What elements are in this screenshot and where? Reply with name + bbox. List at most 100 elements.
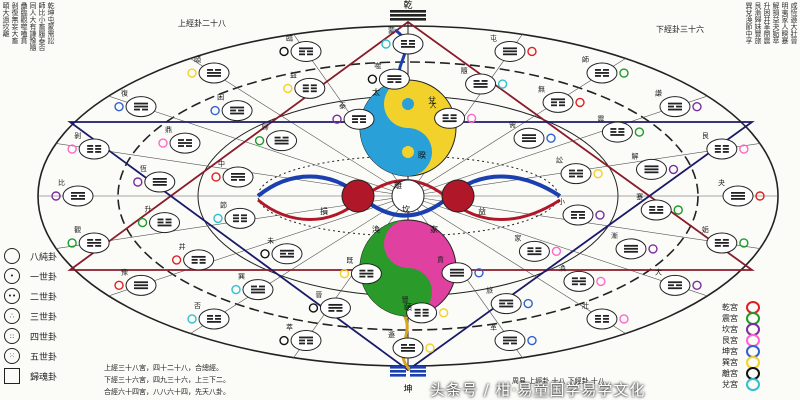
hexagram-line [569,176,575,178]
hexagram-line [142,109,148,111]
hexagram-line [644,171,658,173]
hexagram-name: 大 [655,267,662,276]
hexagram-line [676,106,682,108]
hexagram-line [230,113,244,115]
hexagram-line [715,239,721,241]
kun-line-2a [390,370,406,373]
palace-marker-icon [669,165,677,173]
palace-marker-icon [214,214,222,222]
hexagram-line [715,245,721,247]
hexagram-line [451,117,457,119]
bottom-notes: 上經三十八宮，四十二十八，合總經。 下經三十六宮，四九三十六，上三下二。 合經六… [104,362,230,398]
hexagram-line [676,284,682,286]
hexagram-line [450,269,464,271]
palace-marker-icon [594,170,602,178]
hexagram-line [251,289,265,291]
lower-canon-label: 下經卦三十六 [656,24,704,35]
hexagram-line [207,318,213,320]
palace-marker-icon [382,40,390,48]
hexagram-line [241,220,247,222]
hexagram-line [95,245,101,247]
palace-marker-icon [340,270,348,278]
hexagram-line [409,40,415,42]
legend-label: 三世卦 [30,310,57,323]
hexagram-line [186,139,192,141]
hexagram-line [624,248,638,250]
hexagram-line [450,272,464,274]
hexagram-node: 需 [509,121,555,148]
hexagram-node: 漸 [611,232,657,259]
note-line-1: 上經三十八宮，四十二十八，合總經。 [104,362,230,374]
world-hexagram-legend: 八純卦•一世卦••二世卦∴三世卦::四世卦⁙五世卦歸魂卦 [4,246,57,386]
hexagram-name: 困 [217,94,224,102]
hexagram-node-frame [63,186,93,206]
hexagram-line [241,214,247,216]
hexagram-line [299,47,313,49]
hexagram-line [450,275,464,277]
hexagram-line [311,84,317,86]
hexagram-line [731,195,745,197]
hexagram-line [723,151,729,153]
hexagram-line [595,69,601,71]
palace-marker-icon [212,173,220,181]
hexagram-line [715,242,729,244]
hexagram-line [307,343,313,345]
hexagram-line [79,195,85,197]
kun-label: 坤 [403,383,412,395]
palace-marker-icon [188,69,196,77]
legend-symbol-icon: ∴ [4,308,20,324]
hexagram-line [657,209,663,211]
hexagram-line [328,307,342,309]
hexagram-line [241,217,247,219]
left-column: 師比小畜履泰否 [38,2,46,51]
palace-marker-icon [188,315,196,323]
hexagram-line [401,347,415,349]
hexagram-node: 大 [655,267,701,295]
hexagram-line [715,151,721,153]
hexagram-line [511,343,517,345]
hexagram-name: 噬 [374,61,381,70]
legend-symbol-icon: • [4,268,20,284]
hexagram-node-frame [587,309,617,329]
hexagram-name: 夬 [718,178,725,187]
hexagram-name: 歸 [262,123,269,132]
hexagram-node: 無 [538,84,584,112]
hexagram-node-frame [707,139,737,159]
hexagram-line [215,69,221,71]
hexagram-line [387,78,401,80]
hexagram-line [207,315,213,317]
hexagram-line [280,250,294,252]
hexagram-line [215,315,221,317]
hexagram-line [352,115,366,117]
qian-line-1 [390,10,426,13]
hexagram-node: 比 [52,178,93,206]
hexagram-line [731,198,745,200]
center-label-lower-left: 渙 [372,224,380,234]
hexagram-node-frame [272,244,302,264]
hexagram-node: 升 [139,205,180,233]
palace-marker-icon [280,337,288,345]
hexagram-line [307,53,313,55]
hexagram-line [618,131,624,133]
palace-marker-icon [693,281,701,289]
hexagram-name: 井 [179,242,186,251]
hexagram-line [715,145,721,147]
hexagram-node: 姤 [702,225,748,253]
legend-row: ::四世卦 [4,326,57,346]
hexagram-node: 井 [173,242,214,270]
hexagram-line [603,318,609,320]
qian-mark: 乾 [390,0,426,21]
hexagram-name: 未 [267,236,274,245]
hexagram-node-frame [199,309,229,329]
hexagram-name: 革 [490,323,497,332]
left-column: 乾坤屯蒙需訟 [47,2,55,51]
hexagram-line [153,184,167,186]
hexagram-node-frame [291,331,321,351]
hexagram-line [503,53,517,55]
hexagram-line [134,109,140,111]
hexagram-line [644,168,658,170]
hexagram-line [499,300,513,302]
hexagram-line [71,192,85,194]
left-column: 頤大過坎離 [2,2,10,51]
right-column: 明夷家人睽蹇 [781,2,789,44]
